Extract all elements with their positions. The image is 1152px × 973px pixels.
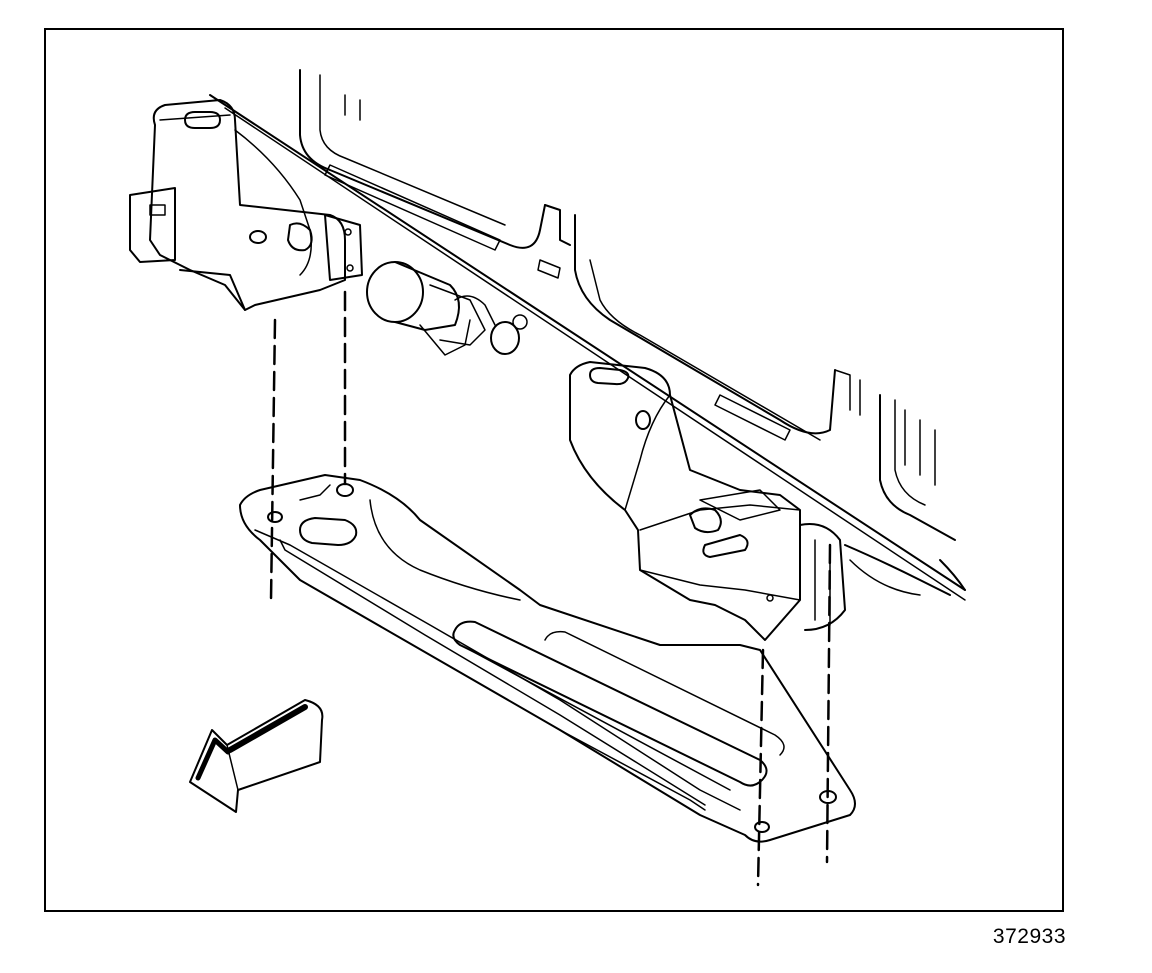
front-direction-arrow <box>189 699 324 813</box>
cylindrical-component <box>366 261 528 356</box>
alignment-lines <box>269 290 832 887</box>
left-mount-bracket <box>129 99 363 311</box>
alignment-line-3 <box>756 648 765 887</box>
alignment-line-4 <box>825 543 832 864</box>
crossmember-plate <box>239 474 856 843</box>
frame-rail <box>209 69 966 601</box>
right-mount-bracket <box>569 361 951 641</box>
alignment-line-1 <box>269 318 277 602</box>
figure-number: 372933 <box>992 925 1066 948</box>
